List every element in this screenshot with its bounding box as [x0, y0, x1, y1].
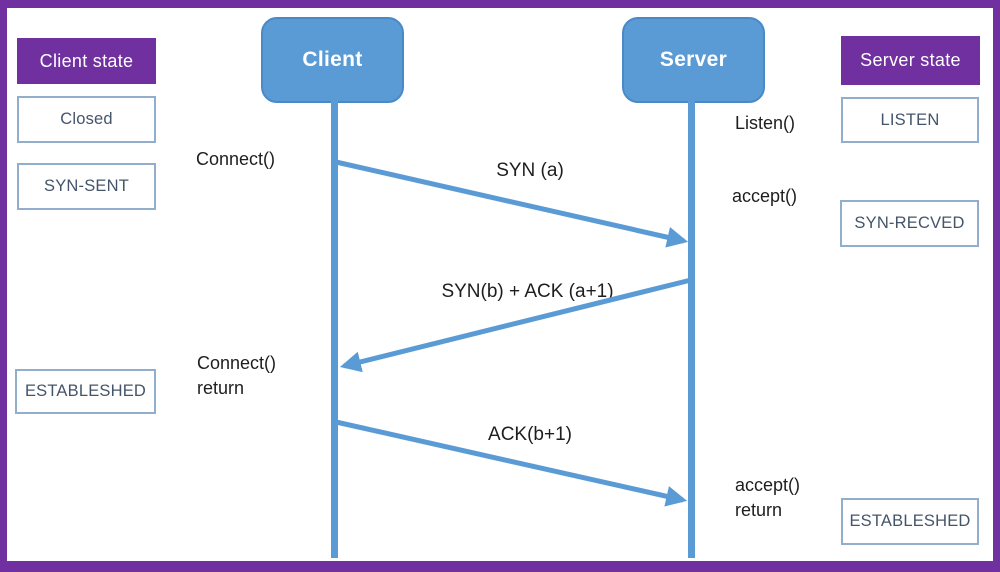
syn-arrow [335, 159, 689, 248]
accept-call-label: accept() [732, 186, 798, 206]
client-state-syn-sent: SYN-SENT [17, 163, 156, 210]
accept-return-line1: accept() [735, 475, 801, 495]
connect-return-line1: Connect() [197, 353, 277, 373]
server-state-syn-recved: SYN-RECVED [840, 200, 979, 247]
server-state-listen: LISTEN [841, 97, 979, 143]
server-lifeline [688, 100, 695, 558]
client-state-header: Client state [17, 38, 156, 84]
server-actor-box: Server [622, 17, 765, 103]
syn-message-label: SYN (a) [496, 160, 564, 181]
client-state-established: ESTABLESHED [15, 369, 156, 414]
accept-return-line2: return [735, 500, 783, 520]
client-state-closed: Closed [17, 96, 156, 143]
server-actor-label: Server [659, 48, 728, 71]
ack-arrow [335, 419, 688, 507]
syn-ack-arrow [339, 277, 692, 373]
syn-ack-message-label: SYN(b) + ACK (a+1) [441, 281, 614, 302]
server-state-established: ESTABLESHED [841, 498, 979, 545]
connect-return-line2: return [197, 378, 245, 398]
listen-call-label: Listen() [735, 113, 796, 133]
client-lifeline [331, 100, 338, 558]
client-actor-label: Client [302, 48, 363, 71]
accept-return-label: accept() return [735, 473, 800, 523]
server-state-header: Server state [841, 36, 980, 85]
ack-message-label: ACK(b+1) [488, 424, 572, 445]
connect-return-label: Connect() return [197, 351, 276, 401]
connect-call-label: Connect() [196, 149, 276, 169]
